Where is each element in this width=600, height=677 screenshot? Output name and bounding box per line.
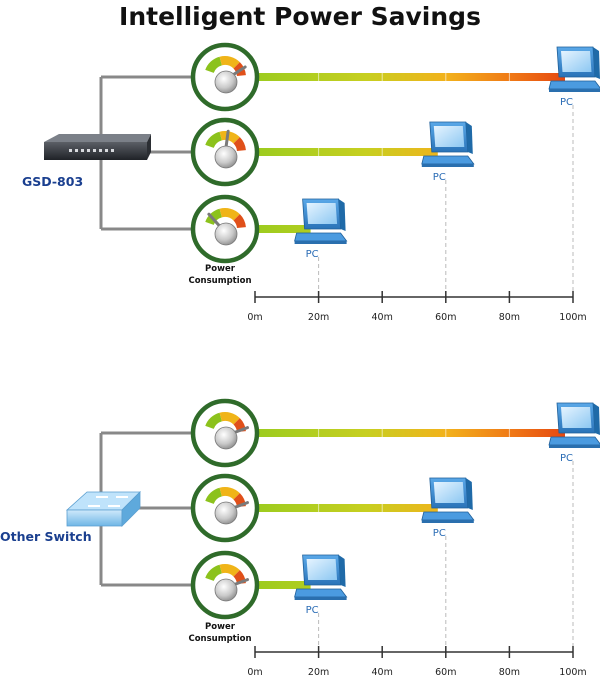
gigabit-switch-icon xyxy=(44,134,151,160)
cable-power-bar xyxy=(255,429,565,437)
cable-power-bar xyxy=(255,148,438,156)
axis-tick-label: 0m xyxy=(247,667,262,677)
pc-icon xyxy=(294,198,348,244)
pc-icon xyxy=(548,402,600,448)
axis-tick-label: 60m xyxy=(435,667,456,677)
gauge-zone-low xyxy=(205,131,222,148)
gauge-knob xyxy=(214,145,238,169)
gauge-zone-mid xyxy=(219,412,240,425)
page-title-wrap: Intelligent Power Savings xyxy=(0,2,600,31)
gauge-zone-mid xyxy=(219,487,240,500)
power-gauge xyxy=(190,550,260,620)
axis-tick-label: 20m xyxy=(308,667,329,677)
pc-icon xyxy=(548,46,600,92)
pc-label: PC xyxy=(560,97,573,108)
axis-tick-label: 40m xyxy=(372,667,393,677)
gauge-knob xyxy=(214,222,238,246)
cable-power-bar xyxy=(255,225,311,233)
power-consumption-label: Consumption xyxy=(188,276,251,286)
gauge-zone-low xyxy=(205,487,222,504)
axis-tick-label: 60m xyxy=(435,312,456,323)
pc-label: PC xyxy=(433,528,446,539)
gauge-zone-high xyxy=(233,214,246,228)
cable-power-bar xyxy=(255,73,565,81)
axis-tick-label: 80m xyxy=(499,667,520,677)
power-gauge xyxy=(190,194,260,264)
power-consumption-label: Power xyxy=(205,622,236,632)
pc-icon xyxy=(421,477,475,523)
gauge-knob xyxy=(214,578,238,602)
pc-label: PC xyxy=(306,605,319,616)
cable-power-bar xyxy=(255,504,438,512)
gauge-zone-mid xyxy=(219,208,240,221)
gauge-zone-mid xyxy=(219,564,240,577)
page-title: Intelligent Power Savings xyxy=(119,2,481,31)
pc-label: PC xyxy=(433,172,446,183)
power-gauge xyxy=(190,398,260,468)
gauge-zone-mid xyxy=(219,56,240,69)
gauge-knob xyxy=(214,426,238,450)
generic-switch-icon xyxy=(65,491,141,527)
power-consumption-label: Power xyxy=(205,264,236,274)
switch-name-label: Other Switch xyxy=(0,529,92,544)
gauge-zone-low xyxy=(205,208,222,225)
axis-tick-label: 20m xyxy=(308,312,329,323)
gauge-zone-low xyxy=(205,564,222,581)
power-consumption-label: Consumption xyxy=(188,634,251,644)
gauge-knob xyxy=(214,70,238,94)
axis-tick-label: 40m xyxy=(372,312,393,323)
gauge-knob xyxy=(214,501,238,525)
power-gauge xyxy=(190,117,260,187)
cable-power-bar xyxy=(255,581,311,589)
pc-label: PC xyxy=(306,249,319,260)
axis-tick-label: 100m xyxy=(559,667,586,677)
gauge-zone-mid xyxy=(219,131,240,144)
axis-tick-label: 100m xyxy=(559,312,586,323)
pc-label: PC xyxy=(560,453,573,464)
axis-tick-label: 80m xyxy=(499,312,520,323)
power-gauge xyxy=(190,42,260,112)
axis-tick-label: 0m xyxy=(247,312,262,323)
gauge-zone-low xyxy=(205,56,222,73)
gauge-zone-low xyxy=(205,412,222,429)
switch-name-label: GSD-803 xyxy=(22,174,83,189)
gauge-zone-high xyxy=(233,137,246,151)
power-gauge xyxy=(190,473,260,543)
pc-icon xyxy=(294,554,348,600)
pc-icon xyxy=(421,121,475,167)
